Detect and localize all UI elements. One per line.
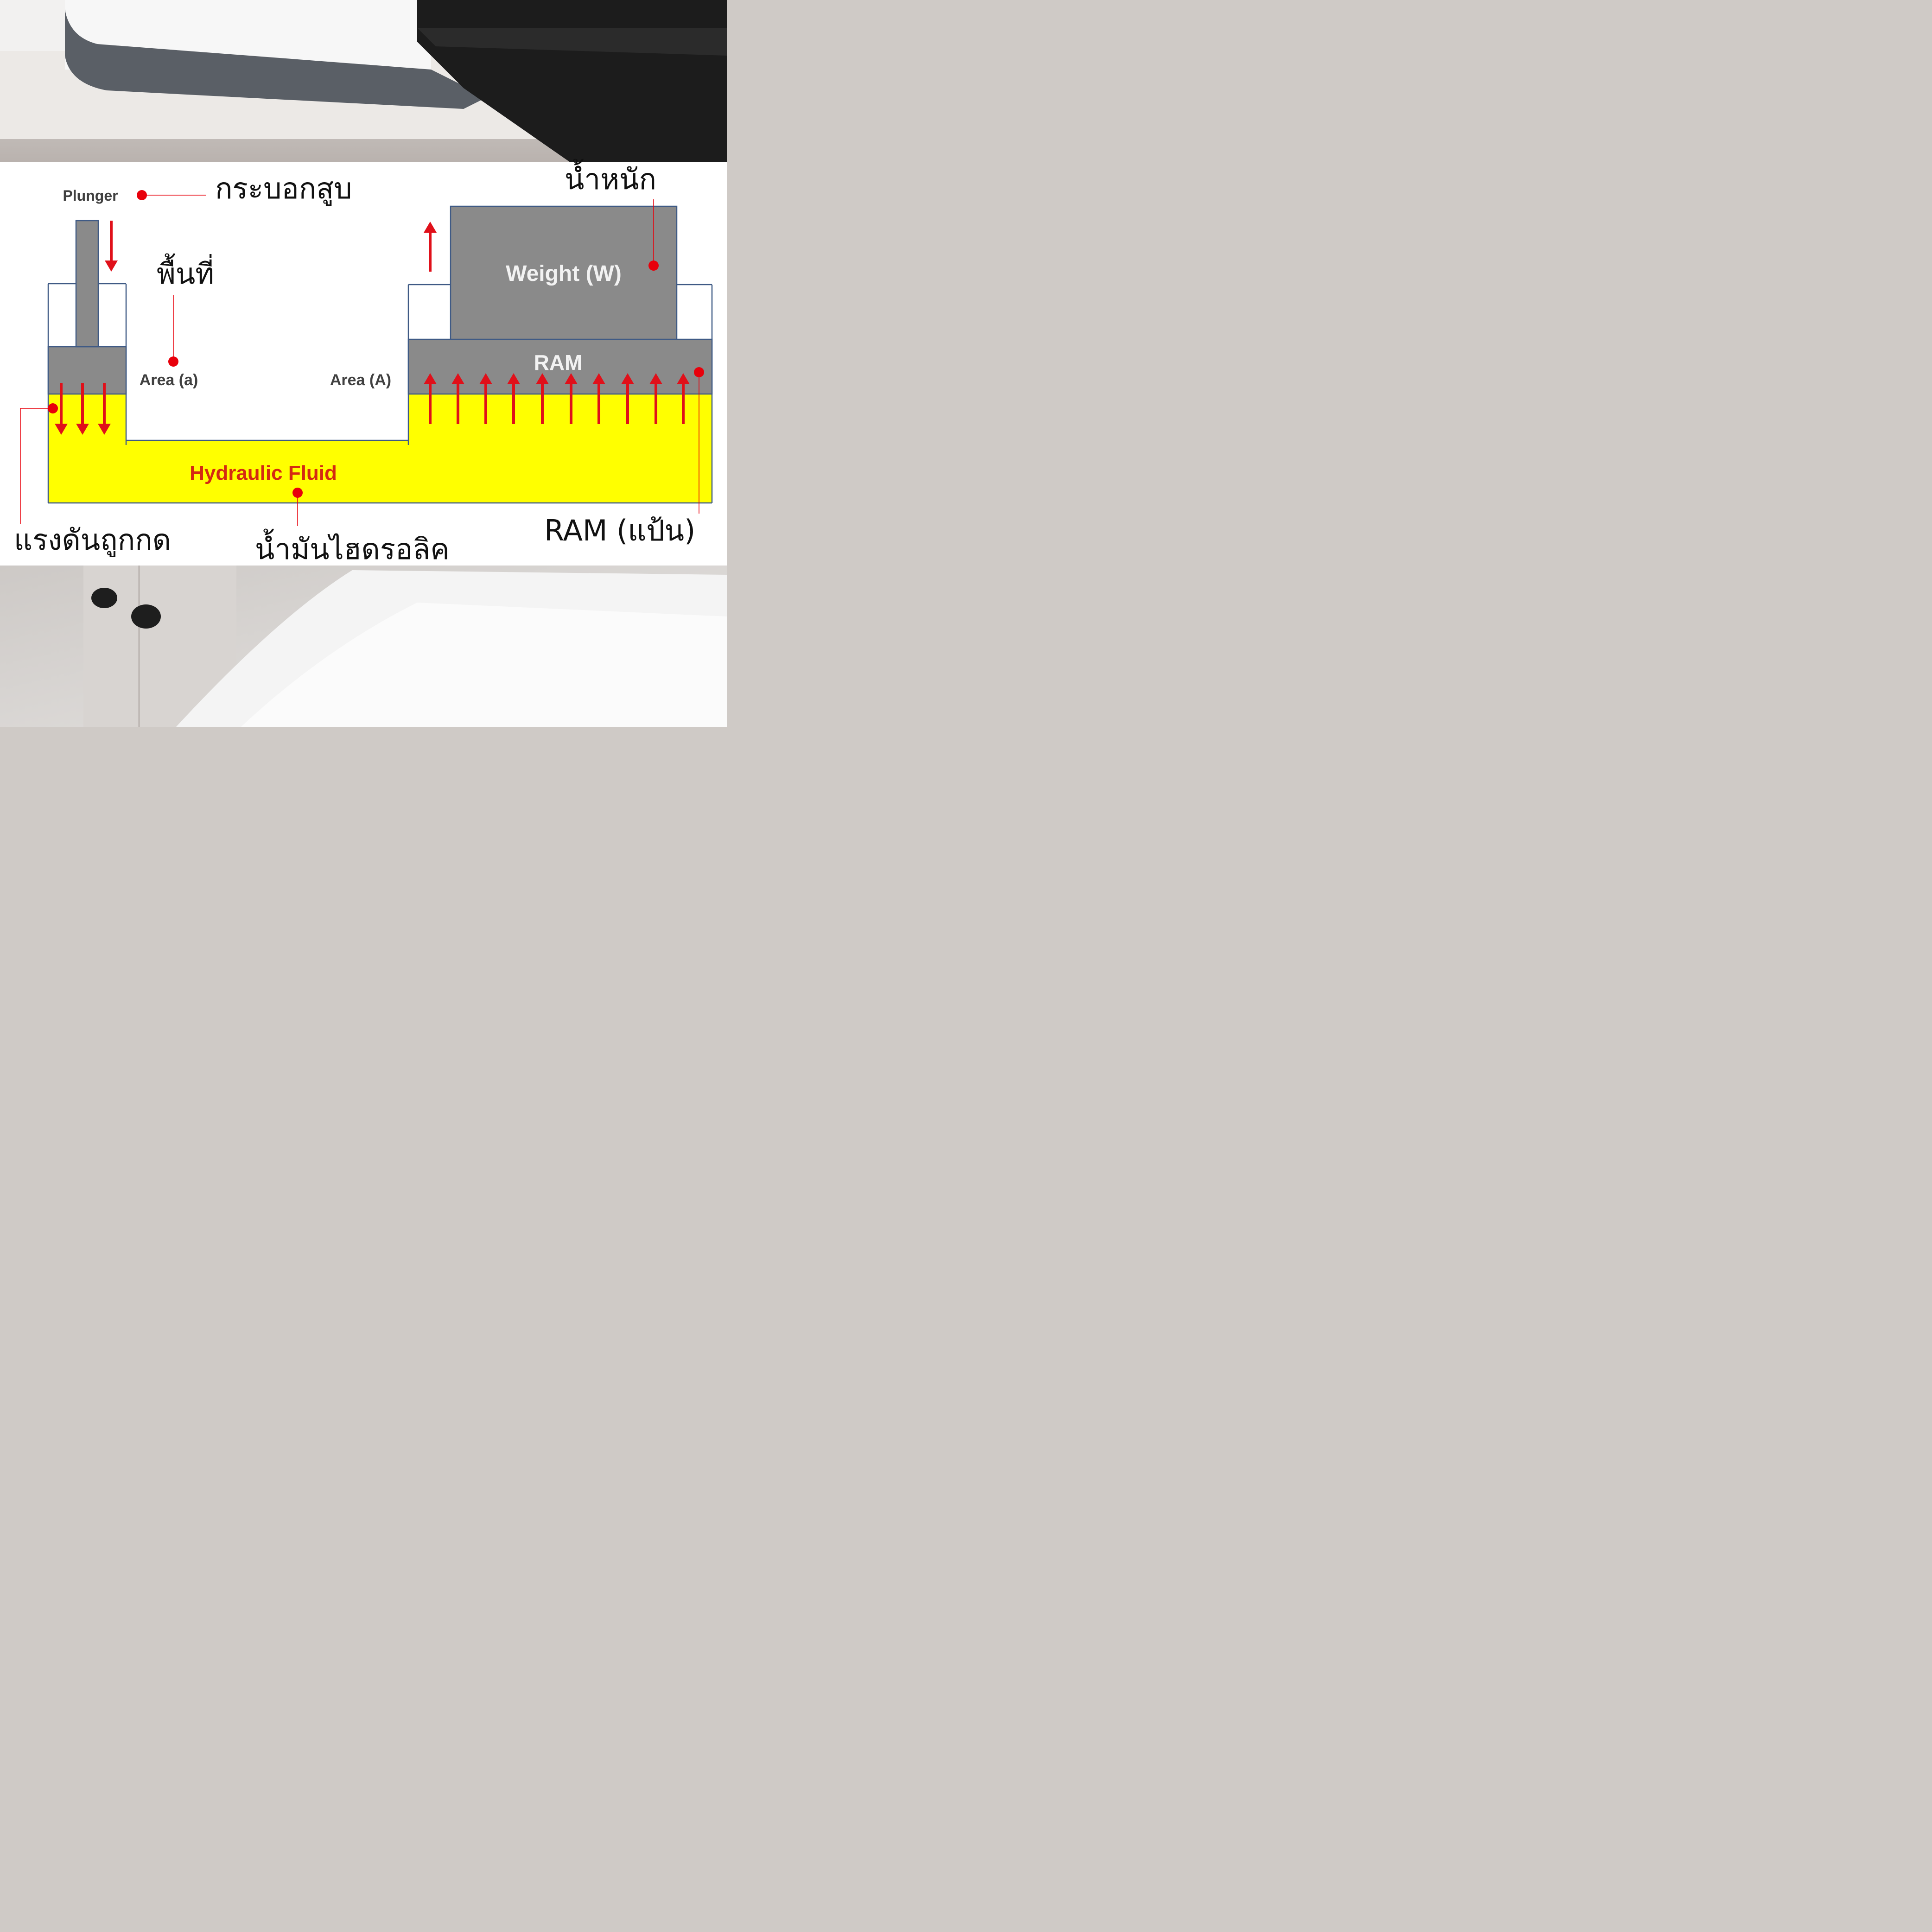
pressure-down-arrow <box>76 383 89 435</box>
annotation-weight: น้ำหนัก <box>565 159 656 196</box>
weight-up-arrow <box>424 222 437 272</box>
ram-label: RAM <box>534 350 583 375</box>
plunger-label: Plunger <box>63 187 118 204</box>
small-cylinder <box>47 283 127 503</box>
pressure-up-arrow <box>649 373 662 424</box>
pressure-up-arrow <box>479 373 492 424</box>
pressure-up-arrow <box>536 373 549 424</box>
annotation-area: พื้นที่ <box>157 253 214 291</box>
printer-base <box>65 9 487 109</box>
pressure-up-arrow <box>592 373 605 424</box>
plunger-down-arrow <box>105 221 118 272</box>
area-small-label: Area (a) <box>140 371 198 389</box>
pressure-up-arrow <box>424 373 437 424</box>
cabinet-knob <box>131 604 161 629</box>
annotation-pressure: แรงดันถูกกด <box>14 523 171 557</box>
annotation-ram: RAM (แป้น) <box>544 514 695 547</box>
cabinet-knob <box>91 588 117 608</box>
annotation-leaders <box>20 195 699 526</box>
hydraulic-diagram: Plunger Area (a) Area (A) Weight (W) RAM… <box>0 159 727 566</box>
background-photo <box>0 0 727 727</box>
pressure-up-arrow <box>565 373 578 424</box>
pressure-down-arrow <box>98 383 111 435</box>
pressure-up-arrow <box>621 373 634 424</box>
pressure-up-arrow <box>677 373 690 424</box>
fluid-label: Hydraulic Fluid <box>190 462 337 484</box>
annotation-dots <box>48 190 704 498</box>
pressure-down-arrow <box>55 383 68 435</box>
pressure-up-arrow <box>451 373 464 424</box>
weight-block <box>450 205 678 340</box>
area-large-label: Area (A) <box>330 371 391 389</box>
plunger-rod <box>75 220 99 348</box>
annotation-oil: น้ำมันไฮดรอลิค <box>255 528 450 566</box>
force-arrows <box>55 221 690 435</box>
annotation-cylinder: กระบอกสูบ <box>215 172 352 206</box>
weight-label: Weight (W) <box>506 261 622 286</box>
pressure-up-arrow <box>507 373 520 424</box>
hydraulic-fluid <box>48 394 712 503</box>
large-cylinder <box>407 284 713 503</box>
